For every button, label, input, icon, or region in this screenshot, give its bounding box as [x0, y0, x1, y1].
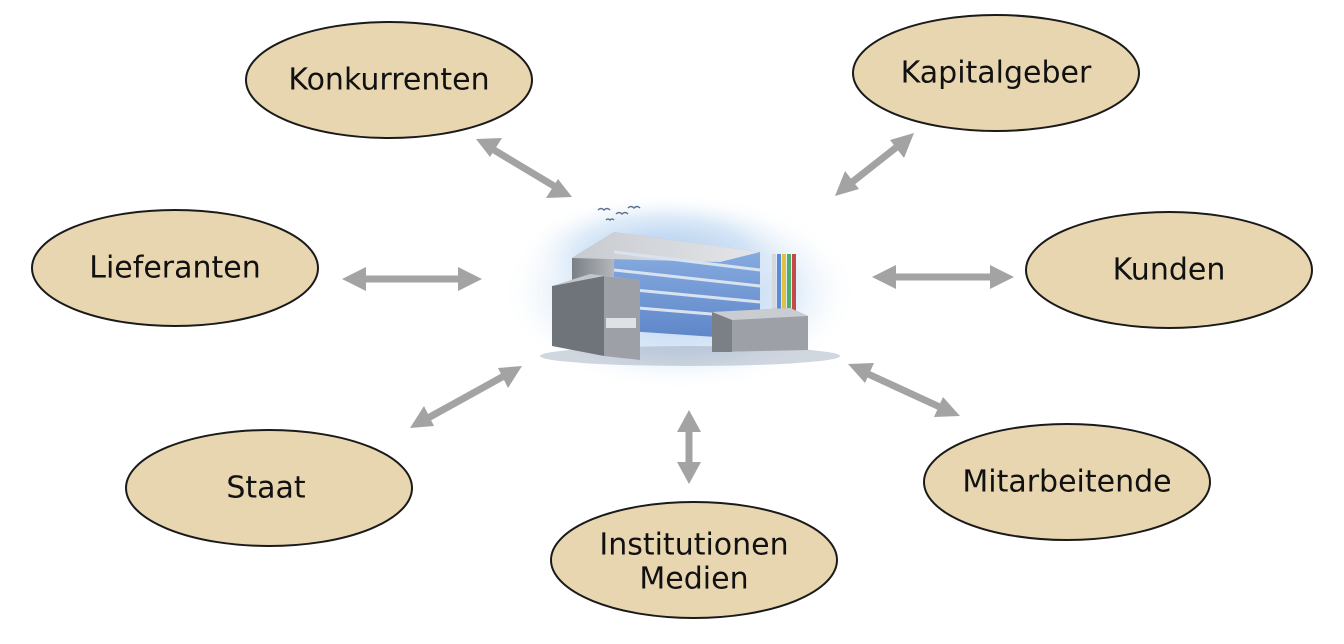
- node-institutionen-medien: Institutionen Medien: [550, 501, 838, 619]
- birds-icon: [597, 205, 641, 222]
- arrow-kapitalgeber: [835, 133, 914, 196]
- company-building-illustration: [500, 192, 860, 392]
- node-institutionen-label: Institutionen: [599, 528, 788, 563]
- node-kunden-label: Kunden: [1113, 253, 1226, 288]
- arrow-lieferanten: [342, 267, 482, 291]
- node-kapitalgeber: Kapitalgeber: [852, 14, 1140, 132]
- node-lieferanten-label: Lieferanten: [89, 251, 261, 286]
- arrow-kunden: [872, 265, 1014, 289]
- node-staat: Staat: [125, 429, 413, 547]
- node-konkurrenten-label: Konkurrenten: [288, 63, 489, 98]
- node-lieferanten: Lieferanten: [31, 209, 319, 327]
- node-staat-label: Staat: [226, 471, 306, 506]
- node-kapitalgeber-label: Kapitalgeber: [901, 56, 1092, 91]
- node-mitarbeitende: Mitarbeitende: [923, 423, 1211, 541]
- node-konkurrenten: Konkurrenten: [245, 21, 533, 139]
- arrow-konkurrenten: [476, 138, 572, 198]
- node-medien-label: Medien: [639, 562, 748, 597]
- node-kunden: Kunden: [1025, 211, 1313, 329]
- arrow-staat: [410, 366, 522, 428]
- arrow-institutionen-medien: [677, 410, 701, 484]
- arrow-mitarbeitende: [848, 363, 960, 417]
- arrows: [342, 133, 1014, 484]
- node-mitarbeitende-label: Mitarbeitende: [962, 465, 1171, 500]
- colored-tower-icon: [772, 254, 796, 316]
